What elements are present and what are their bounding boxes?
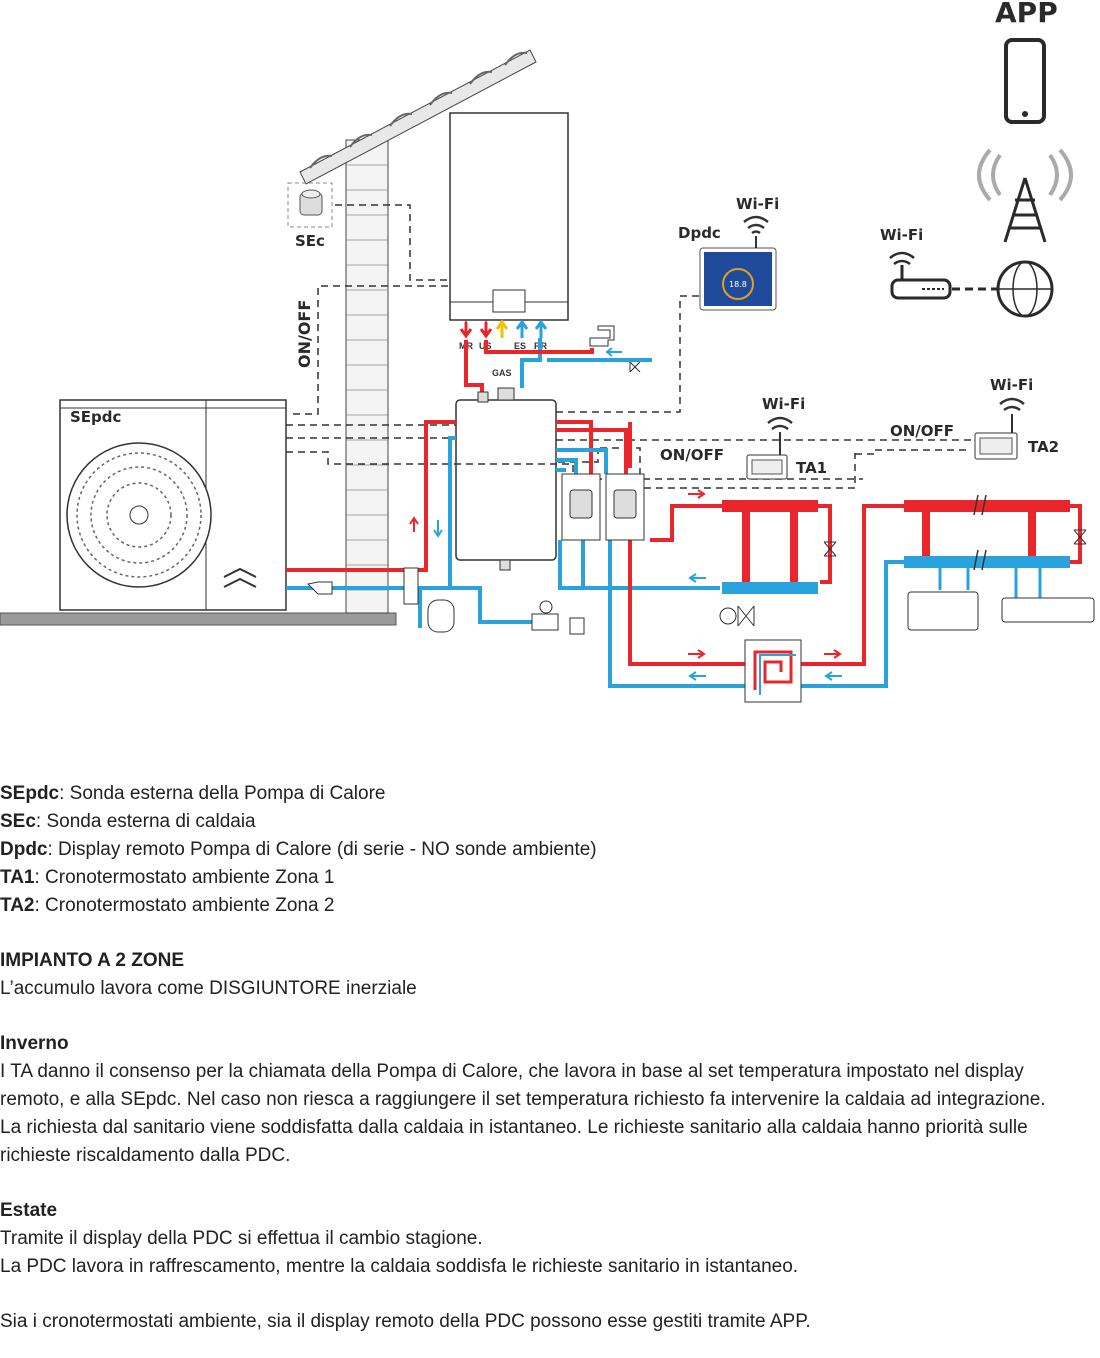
ta1-wifi-label: Wi-Fi: [762, 395, 805, 413]
boiler-unit: [449, 112, 569, 330]
legend-item: TA2: Cronotermostato ambiente Zona 2: [0, 895, 335, 916]
pump-group-zone2: [605, 473, 645, 541]
sec-sensor-icon: [287, 182, 333, 228]
manifold-cold-zone2: [904, 556, 1070, 568]
winter-title: Inverno: [0, 1033, 69, 1054]
ta1-wifi-icon: [767, 416, 793, 431]
summer-paragraph-2: La PDC lavora in raffrescamento, mentre …: [0, 1256, 799, 1277]
mixing-valve-icon: [719, 605, 755, 627]
ta2-wifi-icon: [999, 397, 1025, 412]
floor-heating-coil-icon: [744, 639, 802, 703]
gas-label: GAS: [492, 368, 512, 378]
es-arrow-icon: [515, 319, 529, 338]
faucet-icon: [589, 325, 615, 347]
winter-paragraph-2: La richiesta dal sanitario viene soddisf…: [0, 1117, 1028, 1166]
smartphone-icon: [1004, 38, 1046, 124]
zone2-valve-icon: [1073, 529, 1087, 545]
summer-title: Estate: [0, 1200, 58, 1221]
system-title: IMPIANTO A 2 ZONE: [0, 950, 185, 971]
ta2-thermostat-icon: [974, 432, 1018, 460]
dpdc-wifi-label: Wi-Fi: [736, 195, 779, 213]
check-valve-icon: [629, 361, 641, 373]
footer-note: Sia i cronotermostati ambiente, sia il d…: [0, 1311, 811, 1332]
mr-arrow-icon: [459, 322, 473, 339]
ta2-wifi-label: Wi-Fi: [990, 376, 1033, 394]
expansion-vessel-icon: [427, 599, 455, 633]
router-wifi-label: Wi-Fi: [880, 226, 923, 244]
pump-group-zone1: [561, 473, 601, 541]
dpdc-wifi-icon: [743, 215, 769, 235]
legend-item: SEpdc: Sonda esterna della Pompa di Calo…: [0, 783, 386, 804]
legend-item: TA1: Cronotermostato ambiente Zona 1: [0, 867, 335, 888]
heating-system-diagram: SEc MR US ES RR GAS: [0, 0, 1095, 703]
manifold-hot-zone1: [722, 500, 818, 512]
fancoil-wall-icon: [1001, 597, 1095, 623]
ta1-label: TA1: [796, 459, 827, 477]
gas-arrow-icon: [495, 319, 509, 338]
sepdc-label: SEpdc: [70, 408, 121, 426]
roof: [299, 49, 537, 185]
es-label: ES: [514, 341, 526, 351]
onoff-vertical-label: ON/OFF: [295, 300, 314, 368]
brick-wall: [345, 139, 389, 614]
flow-arrow-icon: [605, 347, 622, 357]
svg-text:18.8: 18.8: [729, 280, 747, 289]
rr-arrow-icon: [534, 319, 548, 338]
fancoil-floor-icon: [907, 591, 979, 631]
globe-icon: [996, 260, 1054, 318]
manifold-hot-zone2: [904, 500, 1070, 512]
safety-group-icon: [531, 600, 585, 635]
ground-slab: [0, 612, 397, 626]
cell-tower-icon: [977, 148, 1073, 243]
onoff-ta2-label: ON/OFF: [890, 422, 954, 440]
buffer-tank: [455, 387, 557, 571]
dpdc-display-icon: 18.8: [699, 247, 777, 311]
us-arrow-icon: [479, 322, 493, 339]
legend-item: SEc: Sonda esterna di caldaia: [0, 811, 256, 832]
router-icon: [889, 251, 952, 300]
zone1-valve-icon: [823, 541, 837, 557]
dirt-separator-icon: [403, 567, 419, 605]
legend-item: Dpdc: Display remoto Pompa di Calore (di…: [0, 839, 597, 860]
winter-paragraph-1: I TA danno il consenso per la chiamata d…: [0, 1061, 1046, 1110]
legend-text: SEpdc: Sonda esterna della Pompa di Calo…: [0, 780, 1060, 1336]
onoff-ta1-label: ON/OFF: [660, 446, 724, 464]
dpdc-label: Dpdc: [678, 224, 721, 242]
heat-pump-unit: [59, 399, 287, 611]
filter-icon: [306, 581, 333, 595]
app-label: APP: [995, 0, 1058, 29]
system-subtitle: L’accumulo lavora come DISGIUNTORE inerz…: [0, 978, 417, 999]
summer-paragraph-1: Tramite il display della PDC si effettua…: [0, 1228, 483, 1249]
sec-label: SEc: [295, 232, 325, 250]
manifold-cold-zone1: [722, 582, 818, 594]
ta1-thermostat-icon: [746, 454, 788, 480]
ta2-label: TA2: [1028, 438, 1059, 456]
